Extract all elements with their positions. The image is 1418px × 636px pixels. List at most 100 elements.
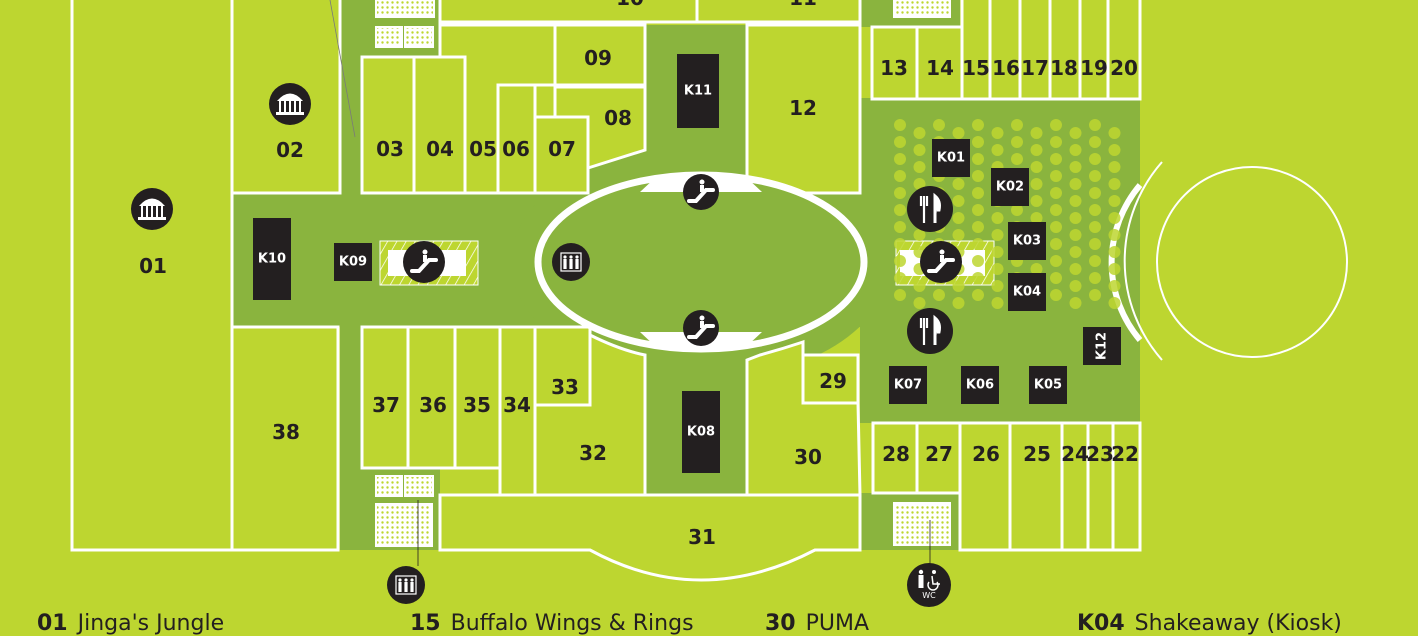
kiosk-K02[interactable]: K02 <box>991 168 1029 206</box>
facility-icons: WC <box>131 83 962 607</box>
unit-15[interactable] <box>960 0 992 101</box>
kiosk-K12[interactable]: K12 <box>1083 327 1121 365</box>
unit-label: 22 <box>1111 442 1139 466</box>
kiosk-label: K08 <box>687 425 715 440</box>
unit-16[interactable] <box>988 0 1022 101</box>
unit-12[interactable] <box>745 23 862 195</box>
unit-label: 06 <box>502 137 530 161</box>
unit-label: 24 <box>1061 442 1089 466</box>
unit-label: 09 <box>584 46 612 70</box>
unit-label: 05 <box>469 137 497 161</box>
kiosk-K07[interactable]: K07 <box>889 366 927 404</box>
kiosk-K05[interactable]: K05 <box>1029 366 1067 404</box>
unit-label: 30 <box>794 445 822 469</box>
unit-01[interactable] <box>70 0 234 552</box>
unit-label: 27 <box>925 442 953 466</box>
kiosk-label: K05 <box>1034 378 1062 393</box>
unit-13[interactable] <box>870 25 919 101</box>
unit-label: 03 <box>376 137 404 161</box>
unit-14[interactable] <box>915 25 964 101</box>
kiosk-K01[interactable]: K01 <box>932 139 970 177</box>
kiosk-label: K07 <box>894 378 922 393</box>
unit-label: 33 <box>551 375 579 399</box>
unit-04[interactable] <box>412 55 467 195</box>
unit-11[interactable] <box>695 0 862 24</box>
unit-35[interactable] <box>453 325 502 470</box>
unit-18[interactable] <box>1048 0 1082 101</box>
kiosk-K03[interactable]: K03 <box>1008 222 1046 260</box>
unit-label: 13 <box>880 56 908 80</box>
unit-08[interactable] <box>553 85 647 171</box>
rotunda <box>1156 166 1348 358</box>
unit-03[interactable] <box>360 55 416 195</box>
kiosk-label: K02 <box>996 180 1024 195</box>
kiosk-label: K09 <box>339 255 367 270</box>
escalator-icon <box>403 241 445 283</box>
store-units <box>70 0 1142 582</box>
kiosk-K04[interactable]: K04 <box>1008 273 1046 311</box>
unit-label: 12 <box>789 96 817 120</box>
unit-31[interactable] <box>438 493 862 582</box>
unit-label: 02 <box>276 138 304 162</box>
unit-28[interactable] <box>871 421 919 495</box>
unit-label: 10 <box>616 0 644 10</box>
kiosk-K09[interactable]: K09 <box>334 243 372 281</box>
unit-label: 11 <box>789 0 817 10</box>
kiosk-K11[interactable]: K11 <box>677 54 719 128</box>
unit-label: 38 <box>272 420 300 444</box>
unit-27[interactable] <box>915 421 962 495</box>
unit-19[interactable] <box>1078 0 1110 101</box>
unit-label: 34 <box>503 393 531 417</box>
escalator-icon <box>920 241 962 283</box>
kiosk-label: K12 <box>1095 332 1110 360</box>
unit-label: 25 <box>1023 442 1051 466</box>
unit-label: 35 <box>463 393 491 417</box>
unit-label: 08 <box>604 106 632 130</box>
carousel-icon <box>131 188 173 230</box>
unit-label: 14 <box>926 56 954 80</box>
unit-20[interactable] <box>1106 0 1142 101</box>
kiosk-K08[interactable]: K08 <box>682 391 720 473</box>
lift-icon <box>387 566 425 604</box>
kiosk-K10[interactable]: K10 <box>253 218 291 300</box>
escalator-icon <box>683 310 719 346</box>
unit-22[interactable] <box>1111 421 1142 552</box>
fork-knife-icon <box>907 186 953 232</box>
kiosk-label: K06 <box>966 378 994 393</box>
unit-label: 28 <box>882 442 910 466</box>
unit-37[interactable] <box>360 325 410 470</box>
unit-34[interactable] <box>498 325 537 497</box>
unit-38[interactable] <box>230 325 340 552</box>
unit-33[interactable] <box>533 325 592 407</box>
unit-32[interactable] <box>533 332 647 497</box>
unit-10[interactable] <box>438 0 699 24</box>
unit-label: 17 <box>1021 56 1049 80</box>
unit-label: 07 <box>548 137 576 161</box>
lift-icon <box>552 243 590 281</box>
wc-icon: WC <box>907 563 951 607</box>
stair-grids <box>375 0 951 547</box>
kiosk-label: K01 <box>937 151 965 166</box>
rotunda-arc <box>1123 161 1163 361</box>
unit-29[interactable] <box>801 353 860 405</box>
kiosk-K06[interactable]: K06 <box>961 366 999 404</box>
unit-label: 26 <box>972 442 1000 466</box>
unit-25[interactable] <box>1008 421 1064 552</box>
unit-label: 01 <box>139 254 167 278</box>
unit-17[interactable] <box>1018 0 1052 101</box>
unit-label: 29 <box>819 369 847 393</box>
unit-label: 31 <box>688 525 716 549</box>
unit-label: 32 <box>579 441 607 465</box>
unit-06[interactable] <box>496 83 537 195</box>
rotunda-arc-inner <box>1108 183 1143 342</box>
unit-09[interactable] <box>553 23 647 87</box>
unit-07[interactable] <box>533 115 590 195</box>
unit-label: 37 <box>372 393 400 417</box>
kiosk-label: K11 <box>684 84 712 99</box>
fork-knife-icon <box>907 308 953 354</box>
